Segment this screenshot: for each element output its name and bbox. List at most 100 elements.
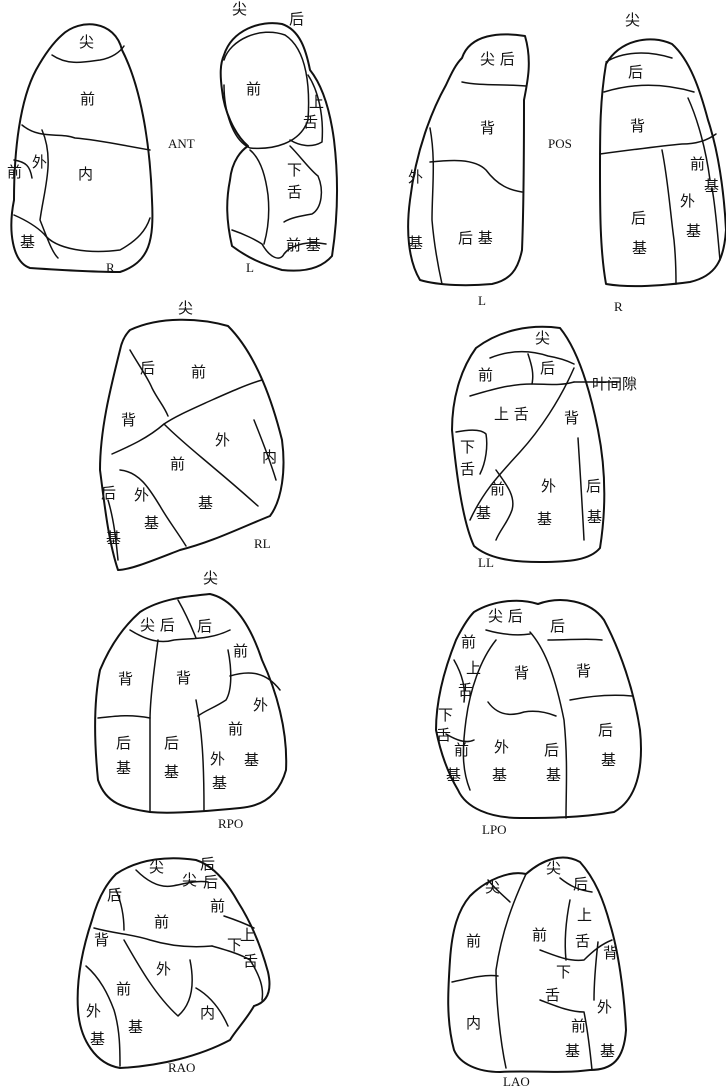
lao-med-boundary [452, 975, 498, 982]
lao-base2-label: 基 [600, 1042, 615, 1060]
ant-r-lat-label: 外 [32, 153, 47, 171]
ll-inf-2: 舌 [460, 460, 475, 478]
rpo-apex-label: 尖 [203, 569, 218, 587]
rao-inf-2: 舌 [243, 952, 258, 970]
rl-post-label: 后 [140, 359, 155, 377]
rao-lat-boundary [124, 940, 192, 1016]
lao-base-label: 基 [565, 1042, 580, 1060]
lpo-lat-boundary [488, 702, 556, 716]
rpo-dors2-label: 背 [176, 669, 191, 687]
lao-sup-2: 舌 [575, 932, 590, 950]
rpo-view-label: RPO [218, 816, 243, 831]
ant-r-ant2-label: 前 [7, 163, 22, 181]
ll-lat-label: 外 [541, 477, 556, 495]
pos-l-view-label: L [478, 293, 486, 308]
rpo-lat-boundary [196, 700, 204, 810]
rl-apex-label: 尖 [178, 299, 193, 317]
pos-right-dors-boundary [600, 134, 716, 154]
ant-l-inf-1: 下 [287, 161, 302, 179]
ll-lung [452, 327, 620, 562]
ant-r-base-label: 基 [20, 233, 35, 251]
pos-r-dors-label: 背 [630, 117, 645, 135]
ant-left-lung-outline [221, 23, 337, 271]
rl-lung [100, 320, 284, 570]
pos-r-post2-label: 后 [631, 209, 646, 227]
pos-r-base3-label: 基 [632, 239, 647, 257]
ant-l-inf-2: 舌 [287, 183, 302, 201]
ant-l-view-label: L [246, 260, 254, 275]
ll-dors-label: 背 [564, 409, 579, 427]
ll-base-label: 基 [476, 504, 491, 522]
rpo-apex-boundary [178, 600, 196, 638]
rao-post3-label: 后 [107, 886, 122, 904]
pos-l-postbase-label: 后 基 [458, 229, 493, 247]
rl-post2-label: 后 [101, 484, 116, 502]
ll-post-boundary [578, 438, 584, 540]
rl-med-label: 内 [262, 448, 277, 466]
pos-right-base-boundary [712, 188, 720, 260]
lpo-post3-label: 后 [544, 741, 559, 759]
rl-front-boundary [120, 470, 186, 546]
rpo-post-label: 后 [197, 617, 212, 635]
pos-right-apex-boundary [606, 53, 672, 62]
lao-ant3-label: 前 [571, 1017, 586, 1035]
rpo-lat-label: 外 [253, 696, 268, 714]
rao-ant3-label: 前 [116, 980, 131, 998]
lpo-ant2-label: 前 [454, 741, 469, 759]
ll-view-label: LL [478, 555, 494, 570]
rpo-ant-label: 前 [233, 642, 248, 660]
rpo-dors-boundary [150, 640, 158, 812]
lpo-apexpost-label: 尖 后 [488, 607, 523, 625]
rao-post2-label: 后 [203, 873, 218, 891]
ll-base2-label: 基 [537, 510, 552, 528]
lpo-view-label: LPO [482, 822, 507, 837]
pos-right-post-boundary [604, 85, 694, 92]
ll-apex-label: 尖 [535, 329, 550, 347]
ant-l-apex-label: 尖 [232, 0, 247, 18]
rao-ant-boundary [94, 928, 212, 947]
ant-left-lung [221, 23, 337, 271]
pos-r-view-label: R [614, 299, 623, 314]
pos-r-base2-label: 基 [686, 222, 701, 240]
rpo-post-boundary [98, 716, 150, 718]
rao-med-label: 内 [200, 1004, 215, 1022]
rao-apex-boundary [136, 870, 208, 886]
pos-left-lat-boundary [430, 128, 442, 284]
rao-apex-label: 尖 [149, 858, 164, 876]
lpo-dors2-label: 背 [576, 662, 591, 680]
pos-left-lung [408, 34, 529, 285]
lao-lung-outline [448, 858, 626, 1072]
pos-right-lat-boundary [662, 150, 676, 284]
lao-lat-label: 外 [597, 998, 612, 1016]
lao-inf-2: 舌 [545, 986, 560, 1004]
pos-l-base-label: 基 [408, 234, 423, 252]
lao-med-label: 内 [466, 1014, 481, 1032]
lpo-apex-boundary [486, 630, 530, 635]
ll-ant-label: 前 [478, 366, 493, 384]
pos-r-post-label: 后 [628, 63, 643, 81]
lpo-base2-label: 基 [446, 766, 461, 784]
ll-ant2-label: 前 [490, 480, 505, 498]
pos-r-apex-label: 尖 [625, 11, 640, 29]
pos-l-dors-label: 背 [480, 119, 495, 137]
ant-r-ant-label: 前 [80, 90, 95, 108]
lao-ant-label: 前 [532, 926, 547, 944]
rao-apex2-label: 尖 [182, 871, 197, 889]
pos-r-base-label: 基 [704, 177, 719, 195]
lao-inf-1: 下 [556, 963, 571, 981]
ant-r-apex-label: 尖 [79, 33, 94, 51]
pos-left-apex-boundary [462, 82, 526, 86]
ll-inf-1: 下 [460, 438, 475, 456]
rao-view-label: RAO [168, 1060, 195, 1075]
lao-view-label: LAO [503, 1074, 530, 1089]
lpo-dors-boundary [570, 695, 632, 700]
rpo-ant-boundary [198, 650, 231, 716]
rl-base2-label: 基 [198, 494, 213, 512]
lao-post-label: 后 [573, 875, 588, 893]
ant-l-sup-2: 舌 [303, 113, 318, 131]
rao-sup-label: 上 [240, 926, 255, 944]
rpo-base4-label: 基 [212, 774, 227, 792]
rl-lat2-label: 外 [134, 486, 149, 504]
lpo-post-label: 后 [550, 617, 565, 635]
rl-lat-label: 外 [215, 431, 230, 449]
